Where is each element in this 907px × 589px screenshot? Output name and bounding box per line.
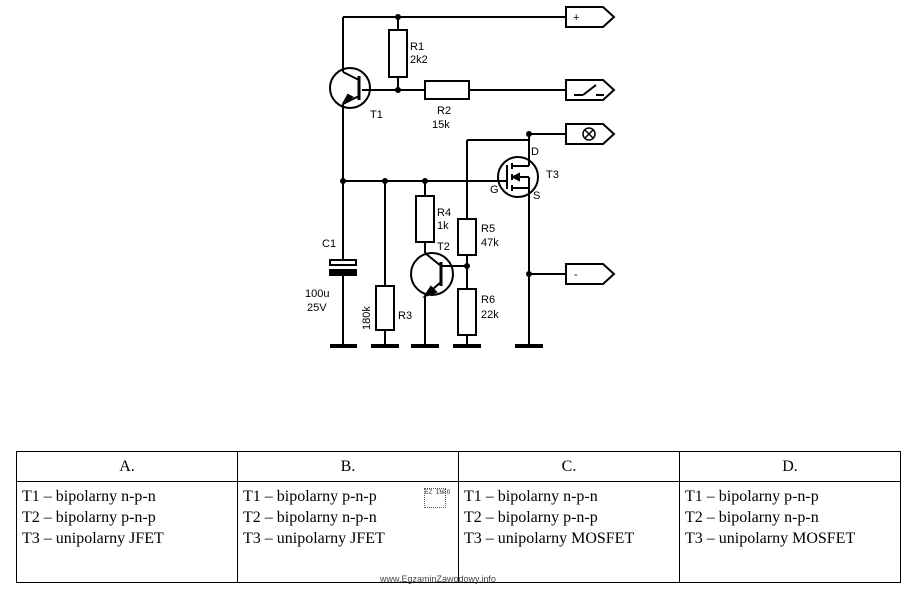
terminal-plus bbox=[565, 6, 616, 28]
t1-name: T1 bbox=[370, 109, 383, 121]
r2-value: 15k bbox=[432, 119, 450, 131]
option-line: T1 – bipolarny n-p-n bbox=[22, 488, 156, 505]
r5-value: 47k bbox=[481, 237, 499, 249]
switch-icon bbox=[574, 84, 604, 96]
answer-header-row: A. B. C. D. bbox=[16, 451, 901, 482]
r3-name: R3 bbox=[398, 310, 412, 322]
r6-name: R6 bbox=[481, 294, 495, 306]
capacitor-c1 bbox=[329, 259, 357, 276]
r4-name: R4 bbox=[437, 207, 451, 219]
terminal-plus-label: + bbox=[573, 12, 579, 24]
c1-name: C1 bbox=[322, 238, 336, 250]
transistor-t2 bbox=[410, 252, 454, 298]
resistor-r1 bbox=[388, 29, 408, 78]
t3-pin-d: D bbox=[531, 146, 539, 158]
r6-value: 22k bbox=[481, 309, 499, 321]
option-line: T2 – bipolarny p-n-p bbox=[464, 509, 598, 526]
resistors bbox=[375, 29, 477, 336]
transistor-t1 bbox=[329, 67, 371, 109]
r3-value: 180k bbox=[361, 306, 373, 330]
resistor-r5 bbox=[457, 218, 477, 256]
c1-voltage: 25V bbox=[307, 302, 327, 314]
r4-value: 1k bbox=[437, 220, 449, 232]
option-b[interactable]: T1 – bipolarny p-n-p T2 – bipolarny n-p-… bbox=[237, 481, 459, 583]
transistor-t3 bbox=[497, 156, 539, 198]
watermark: www.EgzaminZawodowy.info bbox=[380, 574, 496, 584]
resistor-r3 bbox=[375, 285, 395, 331]
resistor-r4 bbox=[415, 195, 435, 243]
r5-name: R5 bbox=[481, 223, 495, 235]
option-line: T1 – bipolarny p-n-p bbox=[243, 488, 377, 505]
resistor-r6 bbox=[457, 288, 477, 336]
option-a-letter: A. bbox=[16, 451, 238, 482]
option-line: T3 – unipolarny MOSFET bbox=[685, 530, 856, 547]
c1-value: 100u bbox=[305, 288, 329, 300]
terminal-minus-label: - bbox=[574, 269, 578, 281]
option-b-letter: B. bbox=[237, 451, 459, 482]
option-a[interactable]: T1 – bipolarny n-p-n T2 – bipolarny p-n-… bbox=[16, 481, 238, 583]
ez-info-logo-icon: EZ INFO bbox=[424, 488, 450, 508]
option-line: T3 – unipolarny JFET bbox=[243, 530, 385, 547]
r1-name: R1 bbox=[410, 41, 424, 53]
option-line: T2 – bipolarny p-n-p bbox=[22, 509, 156, 526]
terminals bbox=[565, 6, 616, 285]
option-c-letter: C. bbox=[458, 451, 680, 482]
option-d-letter: D. bbox=[679, 451, 901, 482]
junction-dots bbox=[340, 14, 532, 277]
r2-name: R2 bbox=[437, 105, 451, 117]
resistor-r2 bbox=[424, 80, 470, 100]
option-line: T2 – bipolarny n-p-n bbox=[685, 509, 819, 526]
option-line: T2 – bipolarny n-p-n bbox=[243, 509, 377, 526]
option-d[interactable]: T1 – bipolarny p-n-p T2 – bipolarny n-p-… bbox=[679, 481, 901, 583]
t2-name: T2 bbox=[437, 241, 450, 253]
option-line: T3 – unipolarny MOSFET bbox=[464, 530, 635, 547]
t3-pin-g: G bbox=[490, 184, 499, 196]
answer-body-row: T1 – bipolarny n-p-n T2 – bipolarny p-n-… bbox=[16, 481, 901, 583]
option-line: T1 – bipolarny p-n-p bbox=[685, 488, 819, 505]
lamp-icon bbox=[582, 127, 596, 141]
answer-table: A. B. C. D. T1 – bipolarny n-p-n T2 – bi… bbox=[16, 451, 901, 583]
t3-name: T3 bbox=[546, 169, 559, 181]
circuit-schematic: + - R1 2k2 R2 15k R3 180k R4 1k R5 47k R… bbox=[305, 6, 616, 348]
terminal-minus bbox=[565, 263, 616, 285]
option-c[interactable]: T1 – bipolarny n-p-n T2 – bipolarny p-n-… bbox=[458, 481, 680, 583]
r1-value: 2k2 bbox=[410, 54, 428, 66]
circuit-wires bbox=[342, 16, 566, 346]
option-line: T1 – bipolarny n-p-n bbox=[464, 488, 598, 505]
option-line: T3 – unipolarny JFET bbox=[22, 530, 164, 547]
t3-pin-s: S bbox=[533, 190, 540, 202]
